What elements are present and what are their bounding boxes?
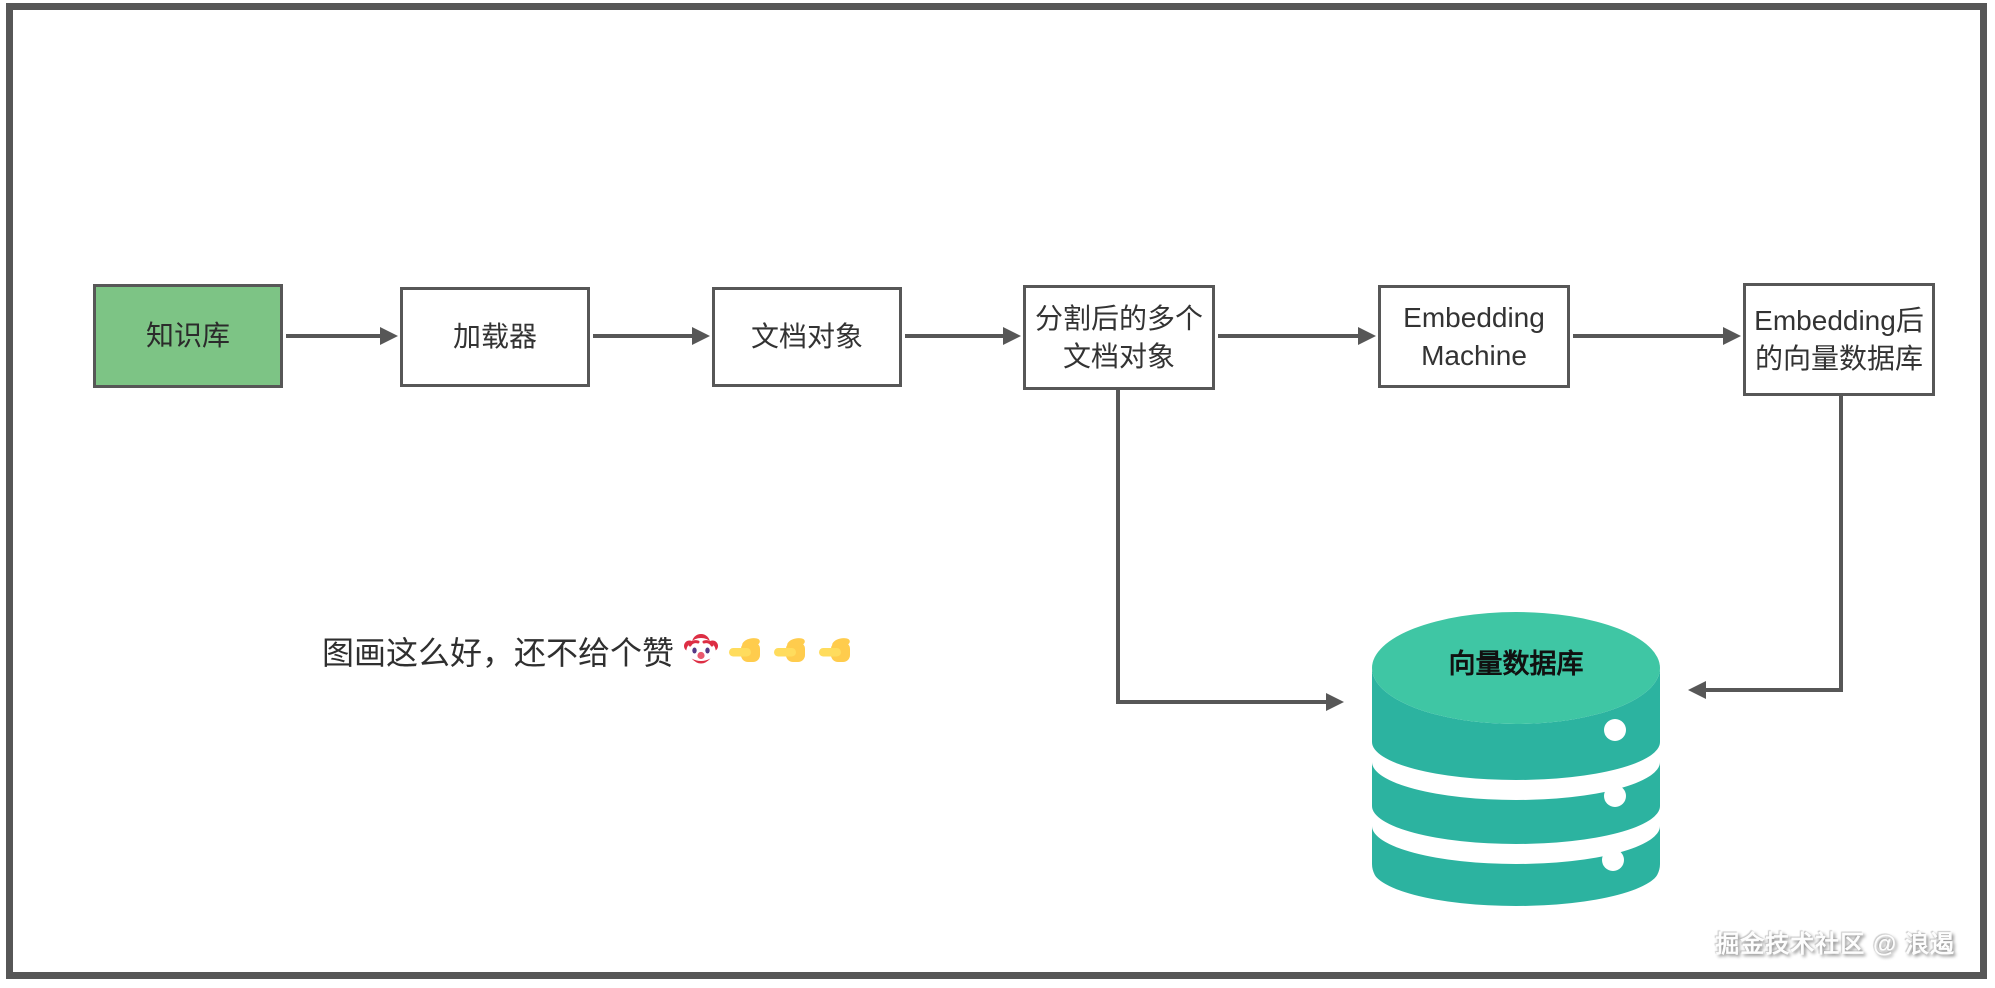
arrow-doc-to-split [905, 327, 1021, 345]
arrow-kb-to-loader [286, 327, 398, 345]
node-label-line2: 文档对象 [1062, 340, 1175, 372]
node-document-object: 文档对象 [712, 287, 902, 387]
connector-split-to-db [1116, 693, 1344, 711]
connector-store-vertical [1839, 396, 1843, 692]
node-label-line2: Machine [1421, 339, 1527, 371]
watermark: 掘金技术社区 @ 浪遏 [1715, 931, 1955, 958]
canvas-border [6, 3, 1987, 979]
clown-face-emoji-icon [683, 633, 719, 669]
node-loader: 加载器 [400, 287, 590, 387]
node-label: 知识库 [145, 320, 230, 351]
node-label-line1: Embedding后 [1754, 304, 1924, 336]
arrowhead-right-icon [1358, 327, 1376, 345]
arrow-split-to-embedding [1218, 327, 1376, 345]
connector-store-to-db [1688, 681, 1843, 699]
database-label: 向量数据库 [1448, 649, 1584, 679]
arrowhead-right-icon [380, 327, 398, 345]
node-label-line1: Embedding [1403, 301, 1545, 333]
connector-split-vertical [1116, 390, 1120, 704]
node-split-documents: 分割后的多个 文档对象 [1023, 285, 1215, 390]
db-dot [1604, 785, 1626, 807]
node-knowledge-base: 知识库 [93, 284, 283, 388]
node-label: 加载器 [452, 321, 537, 352]
caption-text: 图画这么好，还不给个赞 [322, 635, 675, 671]
node-label: 文档对象 [750, 321, 863, 352]
arrowhead-right-icon [692, 327, 710, 345]
arrow-embedding-to-store [1573, 327, 1741, 345]
node-label-line1: 分割后的多个 [1034, 302, 1203, 334]
db-dot [1604, 719, 1626, 741]
point-left-emoji-icon [773, 633, 809, 669]
arrowhead-right-icon [1326, 693, 1344, 711]
arrowhead-right-icon [1723, 327, 1741, 345]
node-label-line2: 的向量数据库 [1754, 342, 1923, 374]
arrow-loader-to-doc [593, 327, 710, 345]
db-dot [1602, 849, 1624, 871]
vector-database-cylinder: 向量数据库 [1372, 612, 1660, 926]
point-left-emoji-icon [818, 633, 854, 669]
arrowhead-right-icon [1003, 327, 1021, 345]
node-embedded-vector-store: Embedding后 的向量数据库 [1743, 283, 1935, 396]
caption: 图画这么好，还不给个赞 [322, 628, 854, 674]
point-left-emoji-icon [728, 633, 764, 669]
node-embedding-machine: Embedding Machine [1378, 285, 1570, 388]
arrowhead-left-icon [1688, 681, 1706, 699]
database-icon [1372, 612, 1660, 926]
